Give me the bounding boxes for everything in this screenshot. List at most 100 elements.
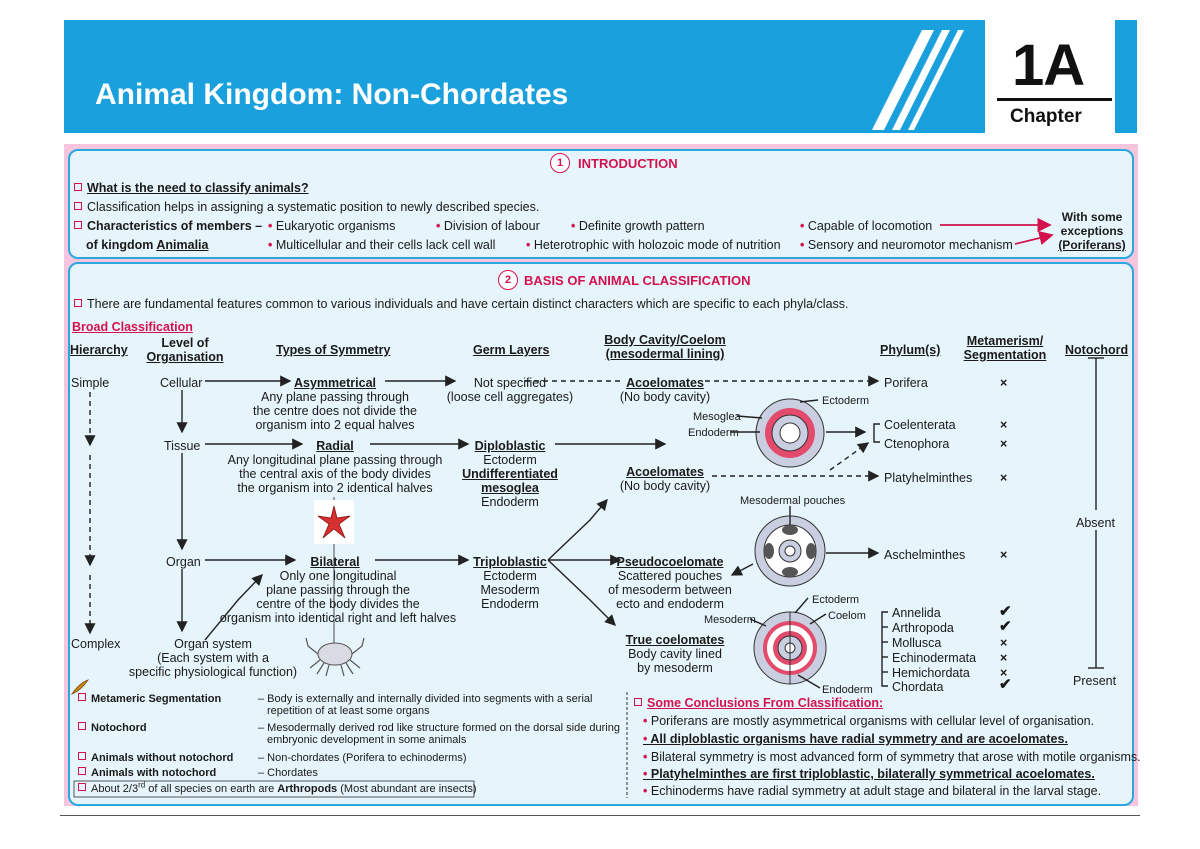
conclusion-item: • All diploblastic organisms have radial… [643, 732, 1068, 746]
conclusion-item: • Poriferans are mostly asymmetrical org… [643, 714, 1095, 728]
level-organ-system: Organ system (Each system with a specifi… [128, 637, 298, 679]
level-organ: Organ [166, 555, 201, 569]
footer-rule [60, 815, 1140, 816]
metamerism-mark: ✔ [999, 676, 1012, 693]
intro-answer: Classification helps in assigning a syst… [74, 200, 539, 214]
col-hierarchy: Hierarchy [70, 343, 128, 357]
char-item: • Division of labour [436, 219, 540, 233]
phylum-item: Hemichordata [892, 666, 970, 680]
metamerism-mark: × [1000, 471, 1008, 485]
phylum-item: Annelida [892, 606, 941, 620]
label-ectoderm-1: Ectoderm [822, 395, 870, 407]
basis-title: BASIS OF ANIMAL CLASSIFICATION [524, 273, 751, 288]
metamerism-mark: × [1000, 636, 1008, 650]
exception-note: With some exceptions (Poriferans) [1058, 210, 1126, 252]
col-germ: Germ Layers [473, 343, 550, 357]
note-term: Notochord [78, 722, 147, 734]
metamerism-mark: × [1000, 376, 1008, 390]
notochord-present: Present [1073, 674, 1117, 688]
metamerism-mark: × [1000, 437, 1008, 451]
phylum-item: Echinodermata [892, 651, 977, 665]
col-symmetry: Types of Symmetry [276, 343, 391, 357]
metamerism-mark: × [1000, 418, 1008, 432]
section-number-1: 1 [550, 153, 570, 173]
germ-not-specified: Not specified(loose cell aggregates) [446, 376, 574, 404]
char-item: • Eukaryotic organisms [268, 219, 396, 233]
note-desc: – Non-chordates (Porifera to echinoderms… [258, 752, 467, 764]
label-coelom: Coelom [828, 610, 866, 622]
chapter-number: 1A [1012, 33, 1085, 98]
symmetry-radial: Radial [316, 439, 354, 453]
col-cavity: Body Cavity/Coelom(mesodermal lining) [604, 333, 726, 361]
germ-triploblastic: Triploblastic Ectoderm Mesoderm Endoderm [473, 555, 547, 611]
chapter-label: Chapter [1010, 106, 1082, 127]
note-desc: – Mesodermally derived rod like structur… [258, 722, 620, 746]
label-ectoderm-2: Ectoderm [812, 594, 860, 606]
metamerism-mark: ✔ [999, 603, 1012, 620]
metamerism-mark: × [1000, 666, 1008, 680]
decorative-stripes [872, 30, 964, 130]
note-desc: – Chordates [258, 767, 318, 779]
germ-diploblastic: Diploblastic Ectoderm Undifferentiated m… [462, 439, 558, 509]
conclusion-item: • Echinoderms have radial symmetry at ad… [643, 784, 1102, 798]
cavity-acoelomates-1: Acoelomates(No body cavity) [619, 376, 711, 404]
label-mesodermal-pouches: Mesodermal pouches [740, 495, 846, 507]
metamerism-mark: ✔ [999, 618, 1012, 635]
label-mesoglea: Mesoglea [693, 411, 741, 423]
symmetry-asymmetrical: Asymmetrical [294, 376, 376, 390]
char-item: • Capable of locomotion [800, 219, 933, 233]
coelomate-section-diagram [753, 611, 827, 685]
notochord-absent: Absent [1076, 516, 1115, 530]
chapter-rule [997, 98, 1112, 101]
phylum-item: Coelenterata [884, 418, 956, 432]
col-metamerism: Metamerism/Segmentation [963, 334, 1047, 362]
broad-classification-label: Broad Classification [72, 320, 193, 334]
phylum-item: Aschelminthes [884, 548, 966, 562]
note-arthropods: About 2/3rd of all species on earth are … [78, 781, 477, 795]
pseudocoelomate-section-diagram [754, 515, 826, 587]
char-item: • Sensory and neuromotor mechanism [800, 238, 1013, 252]
conclusion-item: • Platyhelminthes are first triploblasti… [643, 767, 1095, 781]
hierarchy-simple: Simple [71, 376, 110, 390]
phylum-item: Mollusca [892, 636, 942, 650]
phylum-item: Platyhelminthes [884, 471, 973, 485]
col-notochord: Notochord [1065, 343, 1129, 357]
conclusions-title: Some Conclusions From Classification: [634, 696, 883, 710]
starfish-illustration [314, 500, 354, 544]
hierarchy-complex: Complex [71, 637, 121, 651]
intro-question: What is the need to classify animals? [74, 181, 309, 195]
section-number-2: 2 [498, 270, 518, 290]
col-phylum: Phylum(s) [880, 343, 941, 357]
label-endoderm-2: Endoderm [822, 684, 873, 696]
phylum-item: Chordata [892, 680, 944, 694]
phylum-item: Ctenophora [884, 437, 950, 451]
label-mesoderm-2: Mesoderm [704, 614, 756, 626]
note-term: Metameric Segmentation [78, 693, 221, 705]
level-cellular: Cellular [160, 376, 203, 390]
conclusion-item: • Bilateral symmetry is most advanced fo… [643, 750, 1141, 764]
characteristics-label-2: of kingdom Animalia [86, 238, 209, 252]
quill-icon [70, 679, 89, 695]
introduction-title: INTRODUCTION [578, 156, 678, 171]
phylum-item: Porifera [884, 376, 928, 390]
metamerism-mark: × [1000, 651, 1008, 665]
note-desc: – Body is externally and internally divi… [258, 693, 593, 717]
chapter-box-edge [1115, 20, 1137, 133]
introduction-box [68, 149, 1134, 259]
label-endoderm-1: Endoderm [688, 427, 739, 439]
note-term: Animals without notochord [78, 752, 233, 764]
diploblastic-section-diagram [755, 398, 825, 468]
symmetry-bilateral: Bilateral [310, 555, 360, 569]
page-title: Animal Kingdom: Non-Chordates [95, 78, 569, 111]
chapter-box [985, 20, 1137, 133]
char-item: • Multicellular and their cells lack cel… [268, 238, 496, 252]
level-tissue: Tissue [164, 439, 201, 453]
char-item: • Heterotrophic with holozoic mode of nu… [526, 238, 781, 252]
characteristics-label: Characteristics of members – [74, 219, 262, 233]
char-item: • Definite growth pattern [571, 219, 705, 233]
cavity-acoelomates-2: Acoelomates(No body cavity) [619, 465, 711, 493]
